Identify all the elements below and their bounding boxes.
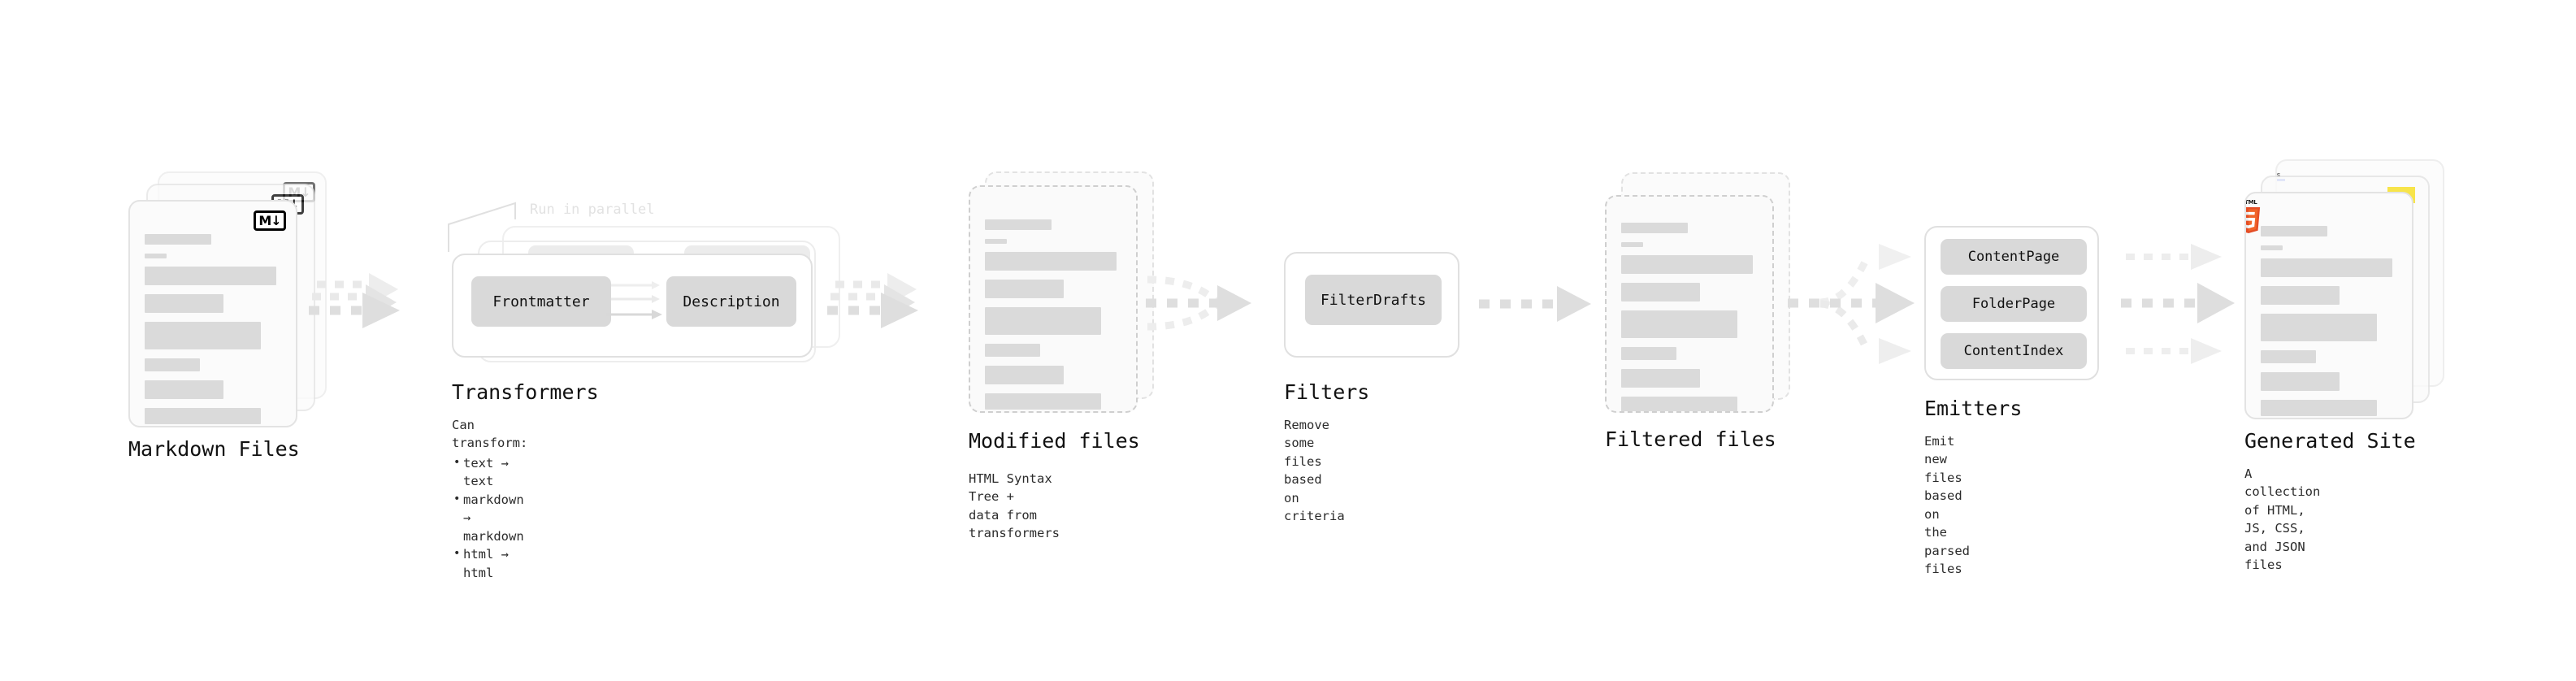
skeleton-bar xyxy=(2261,400,2377,416)
arrowhead xyxy=(1557,286,1591,322)
skeleton-bar xyxy=(145,294,223,313)
transform-list: text → text markdown → markdown html → h… xyxy=(452,454,527,582)
emitter-pill-contentindex[interactable]: ContentIndex xyxy=(1941,333,2087,369)
connector-filters-to-filtered xyxy=(1479,286,1591,322)
filtered-card-front[interactable] xyxy=(1605,195,1774,413)
stage-subtitle-generated-site: A collection of HTML, JS, CSS, and JSON … xyxy=(2244,466,2321,573)
transform-list-item: text → text xyxy=(452,454,527,491)
skeleton-bar xyxy=(145,234,211,245)
stage-title-filtered-files: Filtered files xyxy=(1605,427,1776,451)
markdown-card-front[interactable]: M↓ xyxy=(128,200,297,427)
skeleton-bar xyxy=(2261,314,2377,341)
skeleton-bar xyxy=(1621,255,1753,274)
arrowhead xyxy=(1217,285,1251,321)
filter-pill-filterdrafts[interactable]: FilterDrafts xyxy=(1305,275,1442,325)
skeleton-bar xyxy=(145,254,167,258)
skeleton-bars xyxy=(145,234,283,426)
skeleton-bar xyxy=(1621,310,1737,338)
transformer-pill-description[interactable]: Description xyxy=(666,276,796,327)
stage-subtitle-emitters: Emit new files based on the parsed files xyxy=(1924,434,1970,577)
run-in-parallel-bracket xyxy=(448,202,516,252)
emitters-container[interactable]: ContentPage FolderPage ContentIndex xyxy=(1924,226,2099,380)
stage-title-emitters: Emitters xyxy=(1924,397,2023,420)
transform-list-item: html → html xyxy=(452,545,527,582)
transform-list-item: markdown → markdown xyxy=(452,491,527,545)
skeleton-bar xyxy=(2261,372,2340,391)
stage-subtitle-filters: Remove some files based on criteria xyxy=(1284,418,1345,524)
emitter-pill-folderpage[interactable]: FolderPage xyxy=(1941,286,2087,322)
skeleton-bar xyxy=(145,322,261,349)
skeleton-bar xyxy=(145,267,276,285)
connector-modified-to-filters xyxy=(1146,275,1251,331)
skeleton-bar xyxy=(1621,397,1737,411)
arrowhead xyxy=(2191,338,2222,364)
transformers-description: Can transform: text → text markdown → ma… xyxy=(452,416,527,582)
transform-label: Can transform: xyxy=(452,418,528,451)
connector-filtered-to-emitters xyxy=(1788,244,1915,364)
skeleton-bar xyxy=(985,393,1101,410)
skeleton-bar xyxy=(1621,283,1700,301)
arrowhead xyxy=(362,293,400,328)
arrowhead xyxy=(1879,338,1911,364)
skeleton-bar xyxy=(985,239,1008,244)
stage-title-modified-files: Modified files xyxy=(969,429,1140,453)
emitter-pill-contentpage[interactable]: ContentPage xyxy=(1941,239,2087,275)
modified-card-front[interactable] xyxy=(969,185,1138,413)
connector-md-to-transformers xyxy=(309,273,400,328)
skeleton-bar xyxy=(2261,350,2316,363)
skeleton-bar xyxy=(1621,347,1676,360)
transformer-container-front[interactable]: Frontmatter Description xyxy=(452,254,813,358)
skeleton-bars xyxy=(985,219,1123,411)
skeleton-bar xyxy=(985,219,1052,230)
skeleton-bar xyxy=(145,358,200,371)
skeleton-bar xyxy=(2261,258,2392,277)
connector-transformers-to-modified xyxy=(827,273,918,328)
skeleton-bar xyxy=(145,380,223,399)
stage-title-markdown-files: Markdown Files xyxy=(128,437,300,461)
skeleton-bar xyxy=(145,408,261,424)
connector-emitters-to-site xyxy=(2121,244,2235,364)
run-in-parallel-label: Run in parallel xyxy=(530,202,655,218)
skeleton-bar xyxy=(985,344,1040,357)
stage-title-transformers: Transformers xyxy=(452,380,599,404)
stage-subtitle-modified-files: HTML Syntax Tree + data from transformer… xyxy=(969,471,1060,541)
skeleton-bars xyxy=(1621,223,1759,411)
stage-title-filters: Filters xyxy=(1284,380,1370,404)
skeleton-bar xyxy=(2261,226,2327,236)
transformer-internal-arrows xyxy=(606,281,662,319)
stage-title-generated-site: Generated Site xyxy=(2244,429,2416,453)
arrowhead xyxy=(2197,283,2235,323)
skeleton-bar xyxy=(985,252,1117,271)
skeleton-bar xyxy=(2261,245,2283,250)
skeleton-bar xyxy=(985,307,1101,335)
filters-container[interactable]: FilterDrafts xyxy=(1284,252,1459,358)
arrowhead xyxy=(2191,244,2222,270)
arrowhead xyxy=(1876,283,1915,323)
skeleton-bar xyxy=(1621,369,1700,388)
html5-badge: HTML xyxy=(2244,199,2262,233)
skeleton-bar xyxy=(2261,286,2340,305)
skeleton-bar xyxy=(1621,242,1644,247)
skeleton-bar xyxy=(985,366,1064,384)
arrowhead xyxy=(881,293,918,328)
arrowhead xyxy=(1879,244,1911,270)
transformer-pill-frontmatter[interactable]: Frontmatter xyxy=(471,276,611,327)
skeleton-bar xyxy=(1621,223,1688,233)
html5-badge-label: HTML xyxy=(2244,199,2257,206)
site-card-front-html[interactable]: HTML xyxy=(2244,192,2413,419)
skeleton-bar xyxy=(985,280,1064,298)
skeleton-bars xyxy=(2261,226,2399,418)
markdown-badge: M↓ xyxy=(254,210,286,231)
